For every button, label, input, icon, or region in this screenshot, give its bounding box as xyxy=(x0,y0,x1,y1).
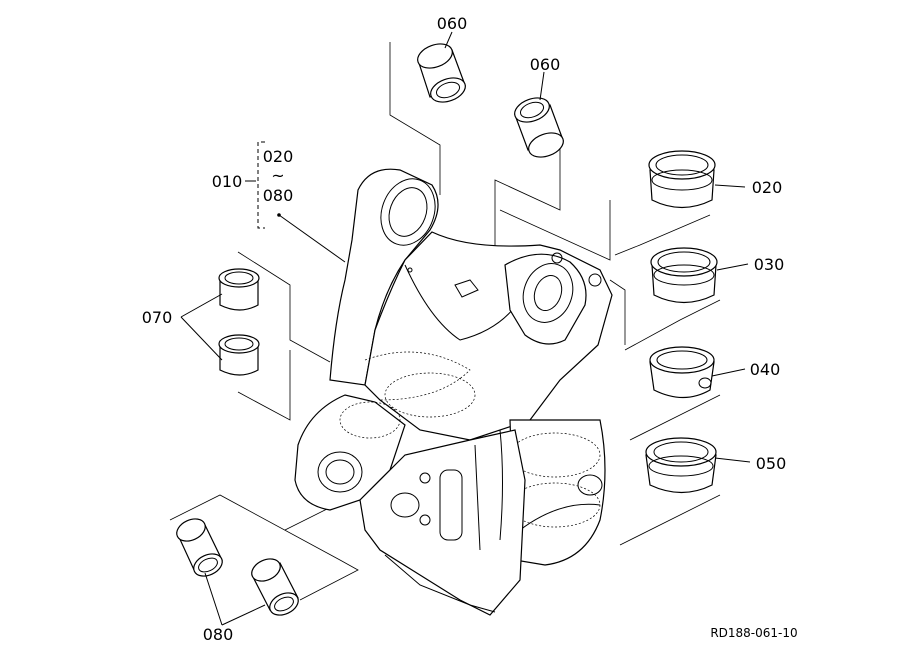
bushing-050 xyxy=(645,437,717,494)
bushing-060-right xyxy=(514,97,564,158)
label-050: 050 xyxy=(756,454,787,473)
leader-lines xyxy=(180,31,751,626)
label-040: 040 xyxy=(750,360,781,379)
bushing-030 xyxy=(650,247,718,304)
bushing-020 xyxy=(648,150,716,209)
bushing-070-lower xyxy=(218,334,260,376)
reference-code: RD188-061-10 xyxy=(710,626,797,640)
label-010-range-to: 080 xyxy=(263,186,294,205)
bushing-060-upper-left xyxy=(417,43,466,103)
label-010: 010 xyxy=(212,172,243,191)
bushing-070-upper xyxy=(218,268,260,311)
bushing-040 xyxy=(649,346,715,399)
main-frame-housing xyxy=(294,168,613,616)
label-010-range-from: 020 xyxy=(263,147,294,166)
label-030: 030 xyxy=(754,255,785,274)
label-010-range-tilde: ~ xyxy=(271,166,284,185)
label-060-upper: 060 xyxy=(437,14,468,33)
guide-lines xyxy=(169,42,721,601)
bushing-080-right xyxy=(251,558,299,616)
bushing-080-left xyxy=(176,518,223,577)
label-060-right: 060 xyxy=(530,55,561,74)
label-020: 020 xyxy=(752,178,783,197)
label-070: 070 xyxy=(142,308,173,327)
label-080: 080 xyxy=(203,625,234,644)
